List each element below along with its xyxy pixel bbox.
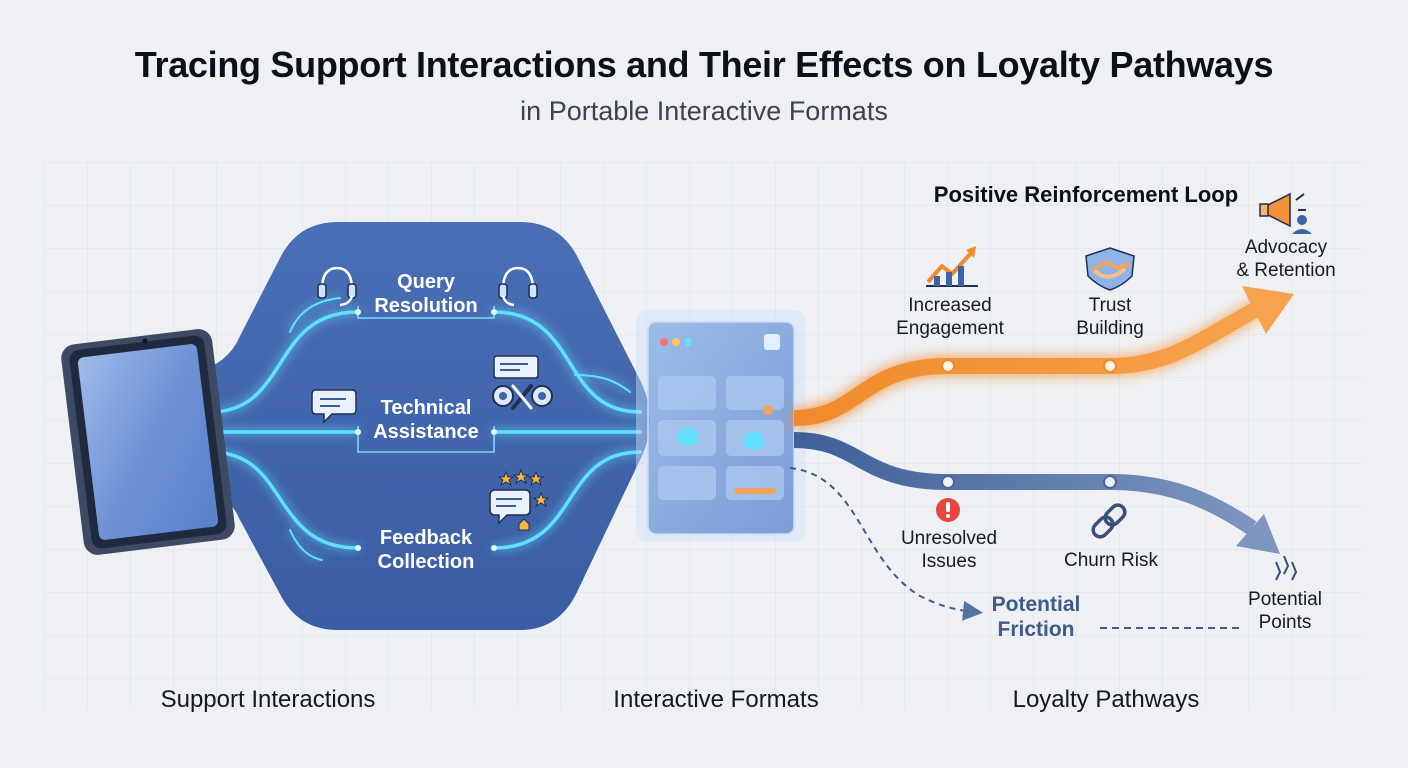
section-label-support-interactions: Support Interactions [160, 686, 376, 713]
headset-icon [317, 266, 357, 307]
positive-loop-title: Positive Reinforcement Loop [933, 182, 1239, 207]
negative-arrowhead [1236, 514, 1280, 554]
friction-path [789, 467, 983, 621]
headset-icon [498, 266, 538, 307]
handshake-icon [1085, 247, 1135, 291]
page-title: Tracing Support Interactions and Their E… [134, 44, 1274, 85]
advocacy-retention-label: Advocacy& Retention [1236, 237, 1336, 281]
page-subtitle: in Portable Interactive Formats [520, 96, 888, 126]
milestone-dot [1103, 359, 1117, 373]
milestone-dot [1103, 475, 1117, 489]
gears-wrench-icon [492, 355, 553, 410]
section-label-interactive-formats: Interactive Formats [613, 686, 819, 713]
milestone-dot [941, 475, 955, 489]
alert-icon [936, 498, 960, 522]
milestone-dot [941, 359, 955, 373]
tablet-icon [61, 329, 235, 555]
support-flow-lines [208, 297, 642, 561]
section-label-loyalty-pathways: Loyalty Pathways [1012, 686, 1200, 713]
spark-icon [1275, 555, 1298, 581]
rating-chat-icon [489, 468, 550, 531]
interactive-format-panel [636, 310, 806, 542]
trend-up-icon [926, 246, 978, 287]
chat-bubble-icon [311, 389, 357, 424]
positive-arrowhead [1242, 286, 1294, 334]
link-icon [1091, 503, 1127, 539]
churn-risk-label: Churn Risk [1064, 550, 1158, 571]
megaphone-icon [1259, 192, 1312, 234]
